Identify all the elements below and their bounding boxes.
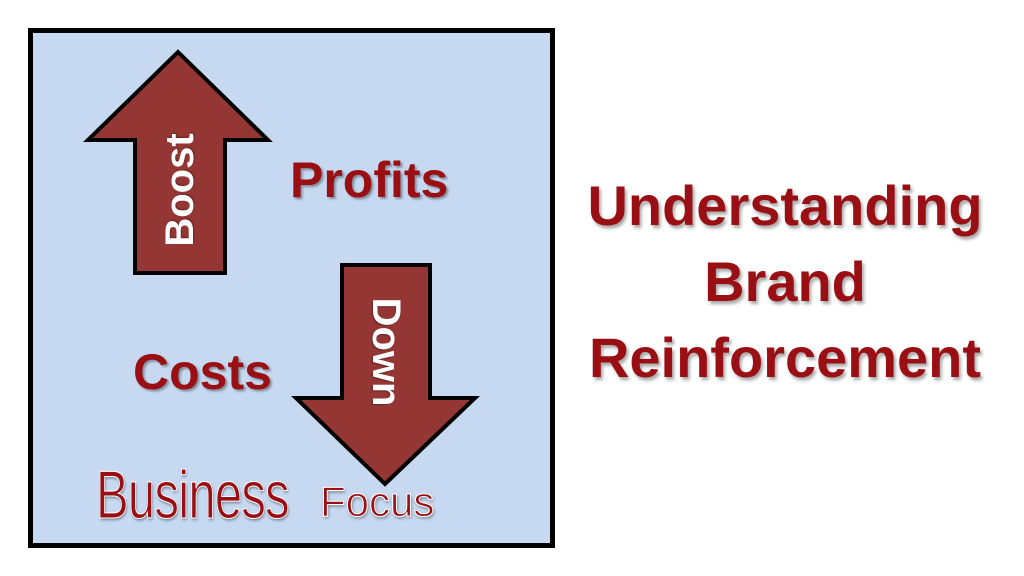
down-label: Down — [364, 297, 408, 407]
up-arrow-icon — [83, 49, 273, 275]
page-title: Understanding Brand Reinforcement — [560, 168, 1010, 396]
down-arrow-icon — [291, 263, 480, 487]
costs-text: Costs — [133, 344, 272, 400]
title-line-1: Understanding — [587, 174, 983, 237]
business-focus-caption: Business Focus — [96, 456, 435, 534]
title-line-3: Reinforcement — [588, 326, 982, 389]
business-word: Business — [96, 457, 290, 534]
title-line-2: Brand — [704, 250, 866, 313]
profits-text: Profits — [290, 152, 449, 208]
focus-word: Focus — [319, 478, 435, 526]
boost-label: Boost — [158, 133, 202, 247]
